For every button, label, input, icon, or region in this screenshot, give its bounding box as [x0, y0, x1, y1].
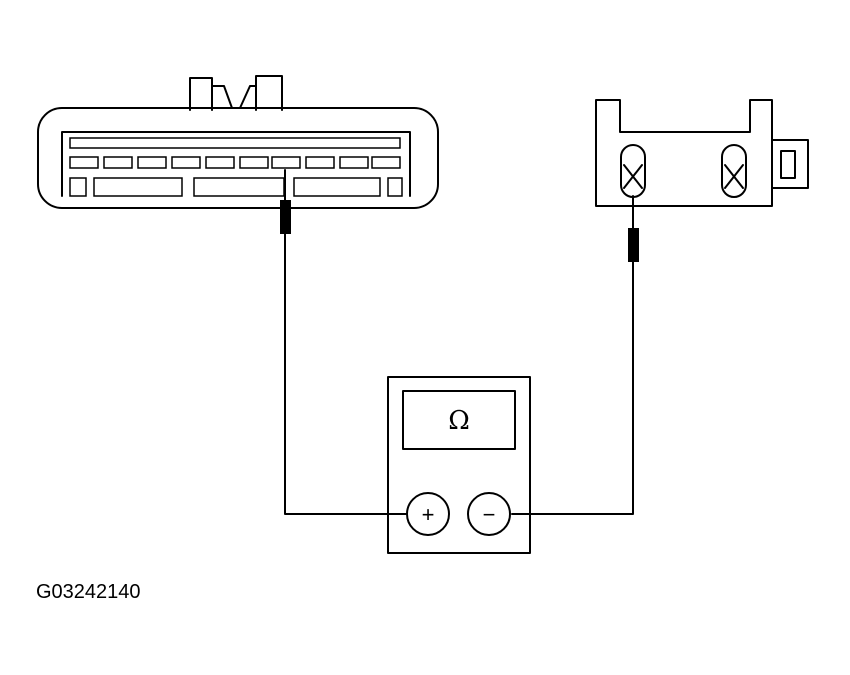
positive-terminal — [406, 492, 450, 536]
lower-cavity — [69, 177, 87, 197]
negative-terminal — [467, 492, 511, 536]
positive-terminal-label: + — [422, 502, 435, 527]
lower-cavity — [93, 177, 183, 197]
ohmmeter-body — [387, 376, 531, 554]
left-connector — [37, 75, 439, 209]
right-connector-latch-window — [780, 150, 796, 179]
positive-lead-wire — [284, 233, 407, 515]
ohmmeter-display — [402, 390, 516, 450]
positive-probe-tip — [280, 200, 291, 234]
pin-cavity — [239, 156, 269, 169]
pin-cavity-tested — [271, 156, 301, 169]
lower-cavity — [293, 177, 381, 197]
right-connector-latch — [771, 139, 809, 189]
pin-cavity — [137, 156, 167, 169]
negative-test-lead — [511, 195, 639, 515]
left-connector-lock-tab — [189, 75, 283, 111]
pin-cavity — [371, 156, 401, 169]
lower-cavity — [387, 177, 403, 197]
negative-probe-tip — [628, 228, 639, 262]
right-connector — [595, 99, 809, 207]
positive-test-lead — [280, 169, 407, 515]
figure-id-label: G03242140 — [36, 581, 141, 603]
pin-cavity — [305, 156, 335, 169]
right-connector-terminal-1 — [620, 144, 646, 198]
left-connector-inner-frame — [61, 131, 411, 197]
ohm-symbol: Ω — [448, 406, 470, 436]
ohmmeter: Ω + − — [387, 376, 531, 554]
right-connector-terminal-2 — [721, 144, 747, 198]
left-connector-housing — [37, 107, 439, 209]
left-connector-pin-row — [69, 156, 401, 169]
pin-cavity — [69, 156, 99, 169]
pin-cavity — [205, 156, 235, 169]
pin-cavity — [171, 156, 201, 169]
left-connector-lower-row — [69, 177, 403, 197]
pin-cavity — [339, 156, 369, 169]
left-connector-top-slot — [69, 137, 401, 149]
lower-cavity — [193, 177, 285, 197]
pin-cavity — [103, 156, 133, 169]
negative-lead-wire — [511, 261, 634, 515]
negative-terminal-label: − — [483, 502, 496, 527]
